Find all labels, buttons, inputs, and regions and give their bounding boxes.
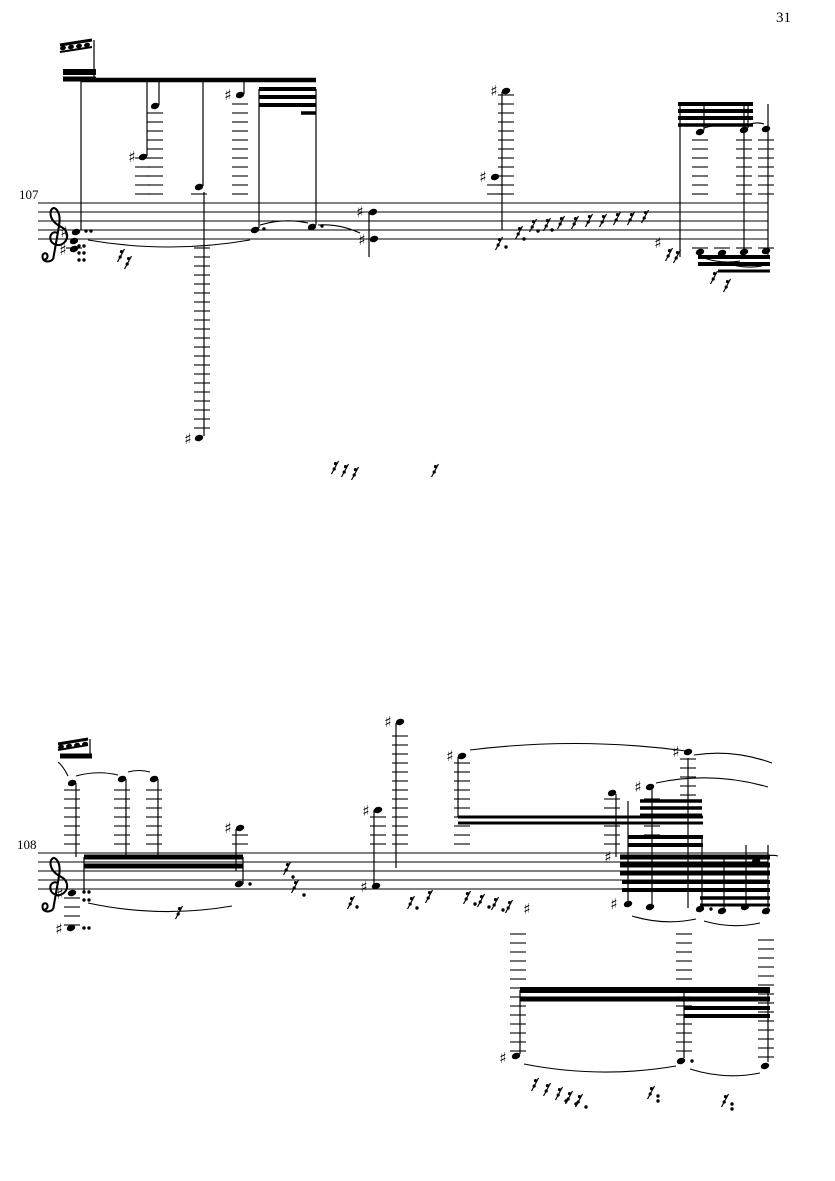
svg-text:♯: ♯ [360, 878, 367, 896]
svg-text:♯: ♯ [499, 1049, 506, 1067]
rests [174, 861, 730, 1108]
augmentation-dots [77, 224, 554, 262]
ledger-lines [66, 94, 774, 429]
svg-text:♯: ♯ [672, 743, 679, 761]
system-108: ♯ ♯ ♯ ♯ ♯ ♯ ♯ ♯ ♯ ♯ ♯ ♯ ♯ [38, 713, 779, 1111]
system-107: ♯♯♯♯♯♯♯♯♯♯ [38, 38, 774, 481]
treble-clef-icon [41, 207, 69, 263]
svg-text:♯: ♯ [654, 234, 661, 252]
grace-beams [59, 38, 93, 53]
stems [75, 723, 769, 1062]
ties-and-slurs [57, 742, 779, 1077]
measure-number-108: 108 [17, 837, 37, 852]
svg-text:♯: ♯ [479, 168, 486, 186]
augmentation-dots [82, 875, 734, 1111]
svg-text:♯: ♯ [604, 848, 611, 866]
svg-text:♯: ♯ [128, 148, 135, 166]
svg-text:♯: ♯ [610, 895, 617, 913]
treble-clef-icon [41, 857, 69, 913]
svg-text:♯: ♯ [356, 203, 363, 221]
svg-text:♯: ♯ [55, 920, 62, 938]
svg-text:♯: ♯ [446, 747, 453, 765]
svg-text:♯: ♯ [56, 885, 63, 903]
svg-text:♯: ♯ [634, 778, 641, 796]
grace-notes [60, 42, 90, 51]
measure-number-107: 107 [19, 187, 39, 202]
svg-text:♯: ♯ [184, 430, 191, 448]
noteheads [69, 87, 771, 442]
svg-text:♯: ♯ [224, 819, 231, 837]
ties-and-slurs [87, 122, 765, 268]
sharp-accidentals: ♯♯♯♯♯♯♯♯♯♯ [59, 82, 661, 448]
svg-text:♯: ♯ [523, 900, 530, 918]
beams [60, 753, 770, 1018]
staff-lines [38, 202, 768, 240]
svg-text:♯: ♯ [59, 241, 66, 259]
svg-text:♯: ♯ [384, 713, 391, 731]
svg-text:♯: ♯ [60, 223, 67, 241]
ledger-lines [64, 735, 774, 1058]
svg-text:♯: ♯ [358, 231, 365, 249]
sharp-accidentals: ♯ ♯ ♯ ♯ ♯ ♯ ♯ ♯ ♯ ♯ ♯ ♯ ♯ [55, 713, 679, 1067]
rests [116, 209, 732, 481]
noteheads [66, 718, 771, 1070]
stems [80, 40, 769, 436]
svg-text:♯: ♯ [362, 802, 369, 820]
beams [63, 69, 770, 273]
svg-text:♯: ♯ [490, 82, 497, 100]
svg-text:♯: ♯ [224, 86, 231, 104]
page-number: 31 [776, 10, 791, 26]
grace-notes [58, 741, 88, 750]
